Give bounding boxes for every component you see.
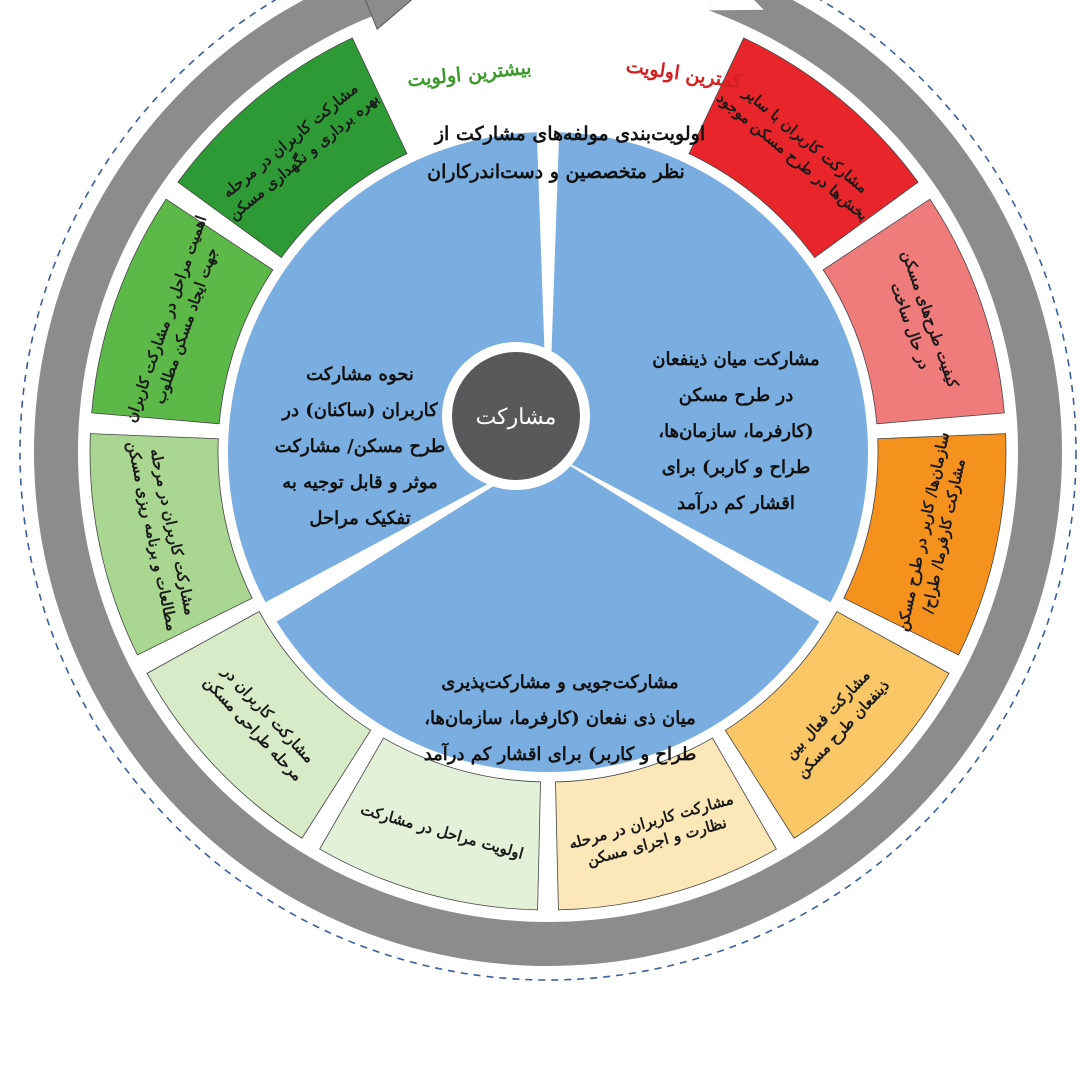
core-sector-shape [548, 132, 868, 603]
ring-segment-shape [822, 198, 1005, 425]
core-sector-line: موثر و قابل توجیه به [282, 472, 438, 493]
core-sector-line: میان ذی نفعان (کارفرما، سازمان‌ها، [424, 708, 696, 729]
highest-priority-label: بیشترین اولویت [406, 57, 532, 92]
ring-segment: اولویت مراحل در مشارکت [319, 737, 541, 911]
ring-segment-shape [555, 737, 777, 911]
diagram-title: اولویت‌بندی مولفه‌های مشارکت از نظر متخص… [427, 123, 705, 183]
ring-segment-shape [688, 37, 919, 259]
lowest-priority-label: کمترین اولویت [625, 55, 744, 93]
core-sector-line: طراح و کاربر) برای اقشار کم درآمد [424, 742, 697, 765]
core-sector-line: (کارفرما، سازمان‌ها، [658, 421, 813, 442]
ring-segment-shape [177, 37, 408, 259]
core-sector-line: نحوه مشارکت [306, 364, 414, 385]
arrowhead [364, 0, 413, 31]
dashed-circle [19, 0, 1077, 981]
center-hub: مشارکت [442, 342, 590, 490]
priority-labels: بیشترین اولویت کمترین اولویت [406, 55, 744, 93]
center-label: مشارکت [476, 405, 557, 430]
core-sector-line: مشارکت میان ذینفعان [652, 349, 819, 370]
core-sector-bottom: مشارکت‌جویی و مشارکت‌پذیری میان ذی نفعان … [276, 452, 820, 773]
center-hub-fill [452, 352, 580, 480]
title-line: اولویت‌بندی مولفه‌های مشارکت از [433, 123, 705, 145]
outer-dashed-ring [19, 0, 1077, 981]
ring-segment-shape [724, 610, 950, 839]
ring-segment-shape [91, 198, 274, 425]
ring-segment-shape [146, 610, 372, 839]
core-sector-shape [227, 132, 549, 603]
core-sector-line: مشارکت‌جویی و مشارکت‌پذیری [441, 672, 678, 693]
core-sector-line: در طرح مسکن [679, 385, 793, 406]
core-sector-line: طرح مسکن/ مشارکت [275, 436, 445, 457]
core-sector-line: اقشار کم درآمد [677, 491, 795, 514]
core-sector-line: کاربران (ساکنان) در [280, 400, 438, 421]
core-sectors: مشارکت میان ذینفعان در طرح مسکن (کارفرما، … [227, 132, 868, 773]
arrow-tail-notch [708, 0, 764, 11]
core-sector-right: مشارکت میان ذینفعان در طرح مسکن (کارفرما، … [548, 132, 868, 603]
title-line: نظر متخصصین و دست‌اندرکاران [427, 161, 685, 183]
core-sector-line: تفکیک مراحل [309, 508, 410, 529]
core-sector-line: طراح و کاربر) برای [662, 457, 811, 478]
priority-arrow-band [34, 0, 1062, 966]
ring-segment-shape [843, 433, 1007, 656]
ring-segment-shape [89, 433, 253, 656]
core-sector-shape [276, 452, 820, 773]
ring-segment-shape [319, 737, 541, 911]
core-sector-left: نحوه مشارکت کاربران (ساکنان) در طرح مسکن/ … [227, 132, 549, 603]
